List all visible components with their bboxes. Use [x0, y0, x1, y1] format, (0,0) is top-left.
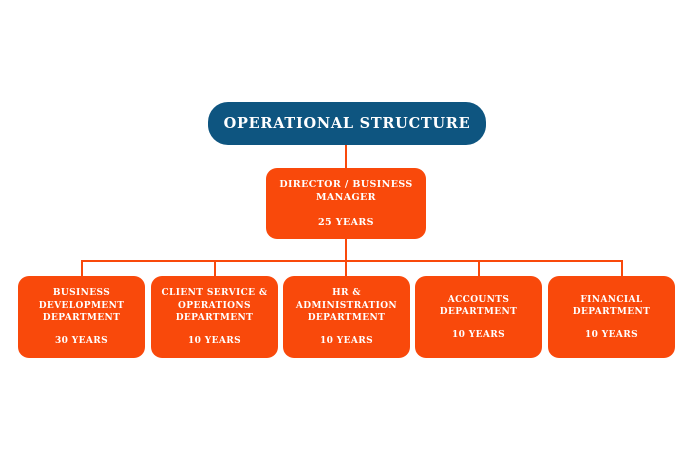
node-years: 25 YEARS [318, 217, 374, 229]
node-hr-administration-department[interactable]: HR & ADMINISTRATION DEPARTMENT 10 YEARS [283, 276, 410, 358]
node-years: 30 YEARS [54, 335, 109, 346]
connector-title-to-director [345, 145, 347, 168]
connector-director-stem [345, 239, 347, 261]
node-accounts-department[interactable]: ACCOUNTS DEPARTMENT 10 YEARS [415, 276, 542, 358]
node-financial-department[interactable]: FINANCIAL DEPARTMENT 10 YEARS [548, 276, 675, 358]
node-label: HR & ADMINISTRATION DEPARTMENT [295, 288, 398, 324]
node-years: 10 YEARS [584, 329, 639, 340]
node-label: CLIENT SERVICE & OPERATIONS DEPARTMENT [161, 288, 268, 324]
connector-drop-client [214, 260, 216, 276]
node-label: FINANCIAL DEPARTMENT [572, 294, 651, 318]
node-title-label: OPERATIONAL STRUCTURE [223, 114, 471, 132]
node-director-business-manager[interactable]: DIRECTOR / BUSINESS MANAGER 25 YEARS [266, 168, 426, 239]
node-label: ACCOUNTS DEPARTMENT [439, 294, 518, 318]
node-label: DIRECTOR / BUSINESS MANAGER [279, 179, 413, 204]
node-years: 10 YEARS [451, 329, 506, 340]
node-client-service-operations-department[interactable]: CLIENT SERVICE & OPERATIONS DEPARTMENT 1… [151, 276, 278, 358]
connector-drop-accounts [478, 260, 480, 276]
node-label: BUSINESS DEVELOPMENT DEPARTMENT [38, 288, 125, 324]
connector-drop-hr [345, 260, 347, 276]
connector-drop-bizdev [81, 260, 83, 276]
connector-drop-finance [621, 260, 623, 276]
connector-horizontal-bus [81, 260, 623, 262]
node-years: 10 YEARS [319, 335, 374, 346]
node-years: 10 YEARS [187, 335, 242, 346]
node-operational-structure[interactable]: OPERATIONAL STRUCTURE [208, 102, 486, 145]
node-business-development-department[interactable]: BUSINESS DEVELOPMENT DEPARTMENT 30 YEARS [18, 276, 145, 358]
